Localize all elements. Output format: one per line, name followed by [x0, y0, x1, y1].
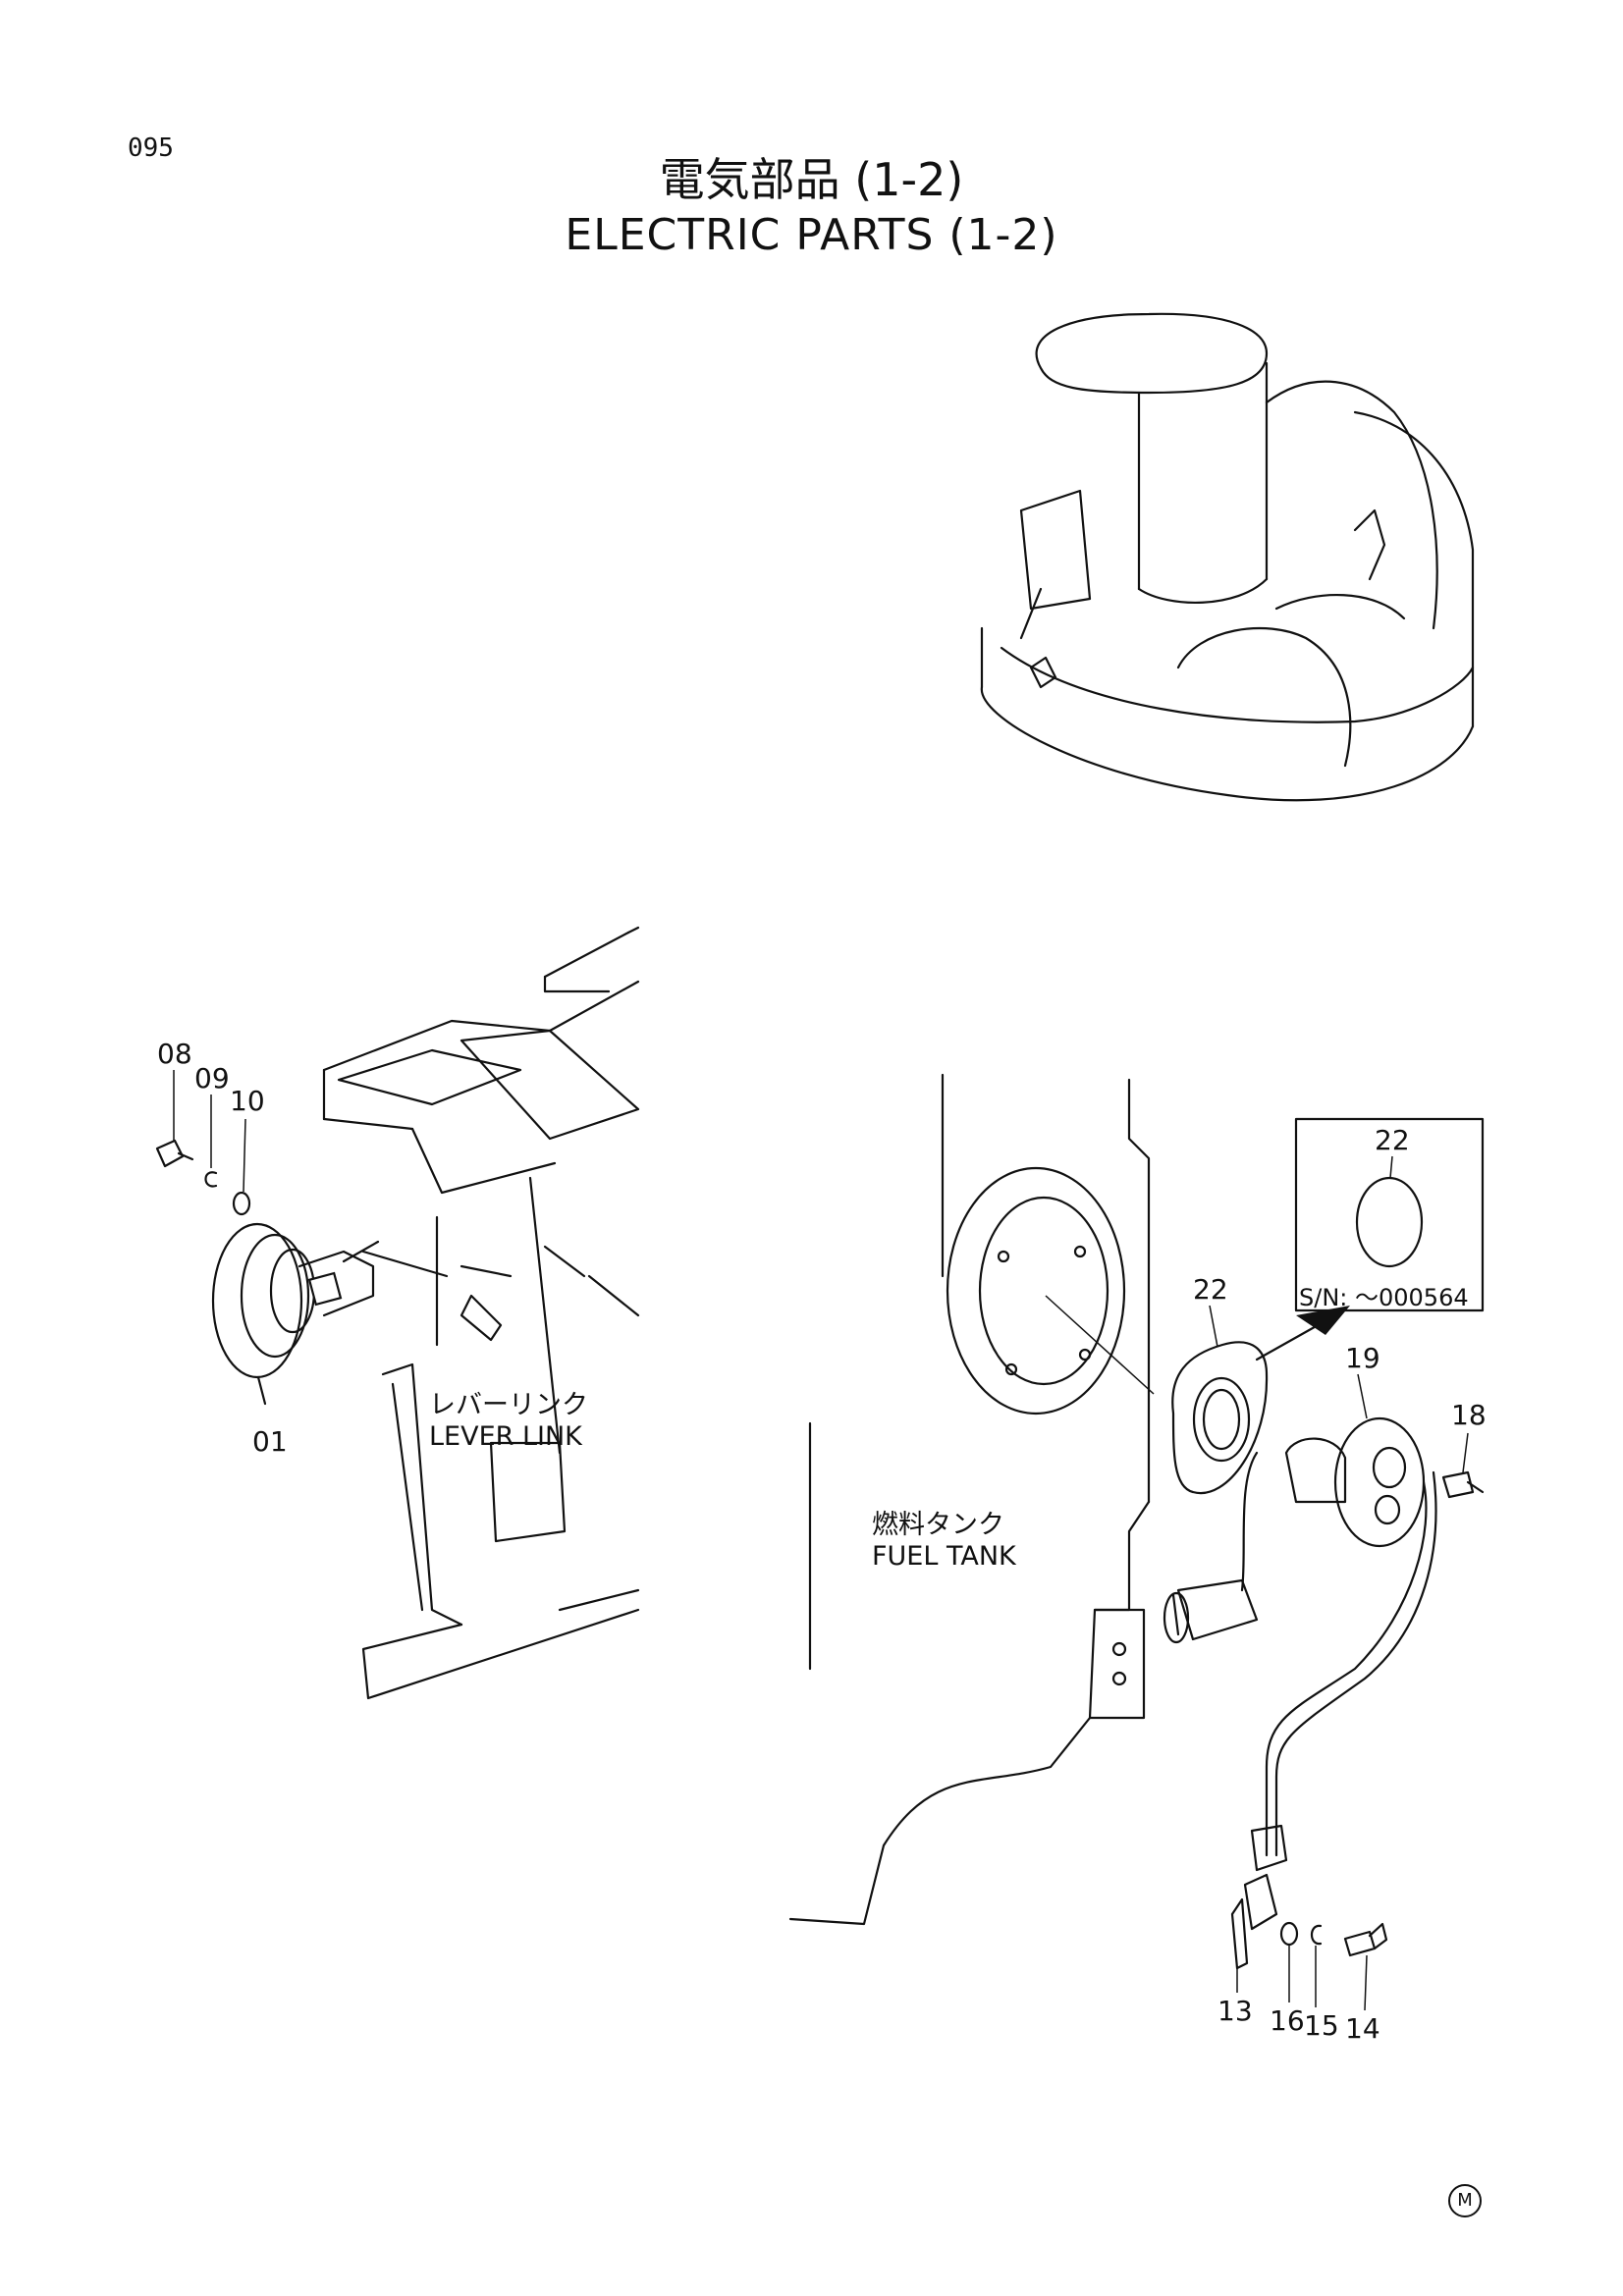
callout-16: 16 [1270, 2004, 1305, 2037]
washer-10 [232, 1118, 251, 1216]
callout-19: 19 [1345, 1342, 1380, 1374]
callout-13: 13 [1217, 1995, 1253, 2027]
page-number: 095 [128, 133, 174, 163]
machine-overview-illustration [980, 312, 1475, 802]
label-lever-link-en: LEVER LINK [429, 1421, 582, 1452]
washer-15 [1310, 1924, 1323, 2007]
fuel-sender-19 [1163, 1373, 1437, 1857]
connector-13 [1230, 1824, 1288, 1993]
callout-18: 18 [1451, 1399, 1487, 1431]
serial-inset-box [1255, 1117, 1485, 1362]
label-fuel-tank-jp: 燃料タンク [872, 1510, 1004, 1540]
callout-01: 01 [252, 1425, 288, 1458]
fuel-tank-structure [788, 1073, 1155, 1926]
callout-22: 22 [1193, 1273, 1228, 1306]
bolt-14 [1343, 1922, 1388, 2011]
serial-number-note: S/N: ～000564 [1299, 1284, 1469, 1311]
bolt-08 [155, 1070, 194, 1168]
washer-09 [204, 1095, 218, 1188]
horn-assembly [211, 1222, 449, 1406]
title-japanese: 電気部品 (1-2) [659, 153, 964, 206]
washer-16 [1279, 1921, 1299, 2002]
label-fuel-tank-en: FUEL TANK [872, 1541, 1016, 1572]
corner-mark-m: M [1448, 2184, 1482, 2217]
callout-08: 08 [157, 1038, 192, 1070]
callout-14: 14 [1345, 2012, 1380, 2045]
label-lever-link-jp: レバーリンク [429, 1390, 588, 1420]
callout-09: 09 [194, 1062, 230, 1095]
callout-15: 15 [1304, 2009, 1339, 2042]
title-english: ELECTRIC PARTS (1-2) [565, 210, 1058, 260]
bolt-18 [1441, 1432, 1485, 1499]
lever-link-structure [322, 926, 640, 1700]
gasket-22 [1171, 1305, 1269, 1495]
callout-22-inset: 22 [1375, 1124, 1410, 1156]
callout-10: 10 [230, 1085, 265, 1117]
